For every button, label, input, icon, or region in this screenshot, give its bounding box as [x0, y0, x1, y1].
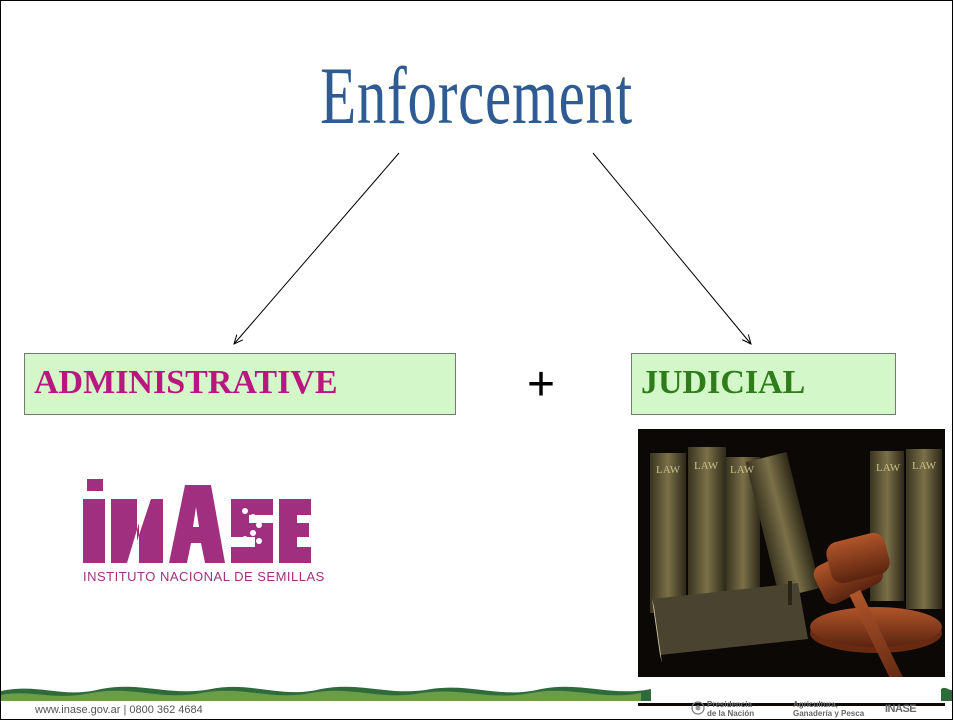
law-label-1: LAW: [656, 464, 681, 476]
footer-presidencia-line2: de la Nación: [707, 709, 755, 718]
footer-inase-logo: INASE: [885, 703, 917, 715]
law-label-3: LAW: [730, 464, 755, 476]
law-label-4: LAW: [876, 462, 901, 474]
administrative-label: ADMINISTRATIVE: [34, 364, 338, 401]
judicial-label: JUDICIAL: [641, 364, 806, 401]
arrow-to-administrative: [234, 152, 400, 344]
footer-agricultura-line1: Agricultura,: [793, 700, 838, 709]
plus-sign: +: [527, 358, 556, 411]
inase-logo-subtitle: INSTITUTO NACIONAL DE SEMILLAS: [83, 569, 325, 584]
footer-leaf-band: [1, 677, 952, 703]
footer-agricultura: Agricultura, Ganadería y Pesca: [793, 700, 864, 718]
inase-wordmark-graphic: [83, 479, 311, 563]
footer-presidencia-line1: Presidencia: [707, 700, 752, 709]
judicial-box: JUDICIAL: [631, 353, 896, 415]
footer-presidencia: Presidencia de la Nación: [707, 700, 754, 718]
slide-title: Enforcement: [320, 50, 633, 141]
inase-logo: INSTITUTO NACIONAL DE SEMILLAS: [83, 479, 324, 589]
law-books-gavel-photo: LAW LAW LAW LAW LAW: [638, 429, 945, 706]
law-label-2: LAW: [694, 460, 719, 472]
arrow-to-judicial: [592, 152, 751, 344]
footer-agricultura-line2: Ganadería y Pesca: [793, 709, 865, 718]
administrative-box: ADMINISTRATIVE: [24, 353, 456, 415]
law-label-5: LAW: [912, 460, 937, 472]
argentina-seal-icon: [691, 701, 705, 715]
footer-contact: www.inase.gov.ar | 0800 362 4684: [35, 704, 203, 716]
